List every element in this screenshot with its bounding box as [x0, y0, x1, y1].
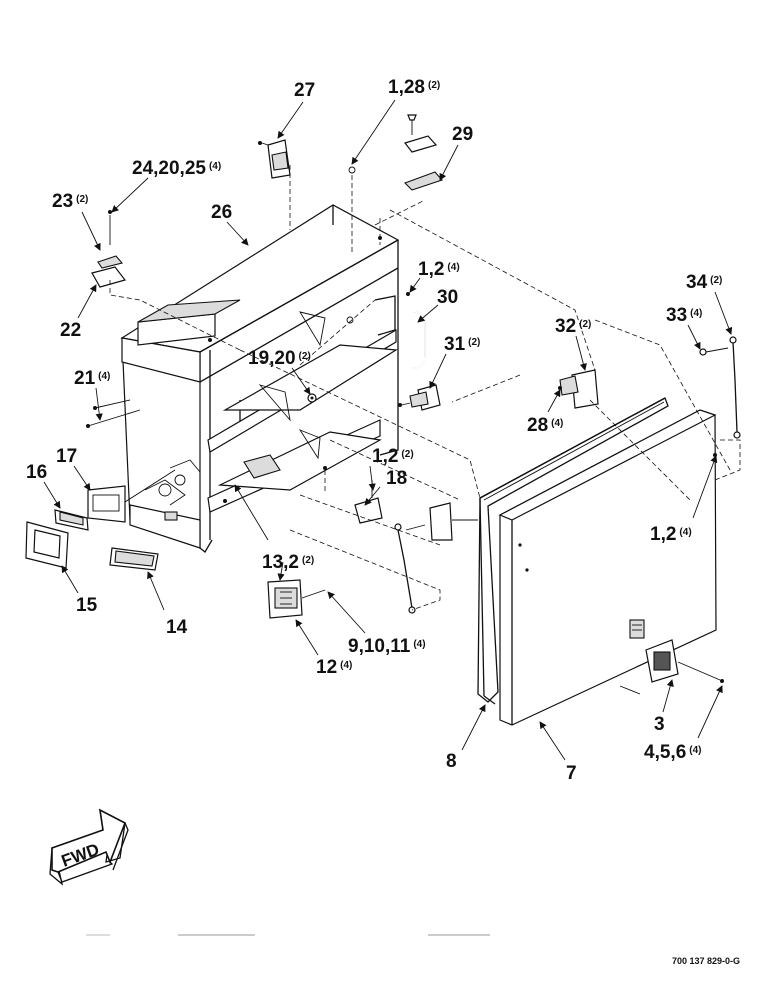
forward-arrow: FWD: [49, 808, 129, 886]
hinge-22: [91, 210, 241, 351]
callout-19-20: 19,20(2): [248, 348, 311, 369]
callout-1-28: 1,28(2): [388, 77, 440, 98]
callout-32: 32(2): [555, 316, 591, 337]
hinge-12: [267, 579, 326, 619]
screws-21: [86, 399, 141, 428]
callout-29: 29: [452, 124, 473, 145]
bracket-27: [258, 139, 291, 230]
drawing-number: 700 137 829-0-G: [672, 956, 740, 966]
callout-3: 3: [654, 714, 665, 735]
gas-spring-right: [699, 336, 741, 439]
callout-12: 12(4): [316, 657, 352, 678]
light-assembly: [25, 469, 176, 571]
door-panel-7: [498, 409, 717, 726]
callout-23: 23(2): [52, 191, 88, 212]
callout-27: 27: [294, 80, 315, 101]
callout-7: 7: [566, 763, 577, 784]
callout-24-20-25: 24,20,25(4): [132, 158, 221, 179]
callout-28: 28(4): [527, 415, 563, 436]
door-hinge-bracket: [299, 494, 478, 546]
callout-31: 31(2): [444, 334, 480, 355]
bracket-32: [558, 369, 599, 409]
callout-14: 14: [166, 617, 188, 638]
callout-leaders: [43, 99, 733, 761]
callout-30: 30: [437, 287, 458, 308]
bracket-29: [348, 114, 443, 255]
callout-15: 15: [76, 595, 98, 616]
door-seal-8: [477, 397, 669, 705]
cabinet-frame: [120, 204, 400, 553]
callout-9-10-11: 9,10,11(4): [348, 636, 426, 657]
callout-22: 22: [60, 320, 81, 341]
callout-labels: 27 1,28(2) 29 24,20,25(4) 23(2) 26 1,2(4…: [26, 77, 722, 784]
callout-13-2: 13,2(2): [262, 552, 314, 573]
callout-17: 17: [56, 446, 77, 467]
callout-21: 21(4): [74, 368, 110, 389]
callout-34: 34(2): [686, 272, 722, 293]
callout-8: 8: [446, 751, 457, 772]
latch-3: [619, 639, 724, 695]
callout-1-2-top: 1,2(4): [418, 259, 460, 280]
bolt-19-20: [307, 393, 317, 403]
assembly-lines: [239, 209, 741, 611]
bracket-31: [398, 384, 441, 411]
callout-33: 33(4): [666, 305, 702, 326]
gas-spring-left: [394, 523, 426, 614]
callout-1-2-mid: 1,2(2): [372, 446, 414, 467]
callout-18: 18: [386, 468, 407, 489]
callout-1-2-right: 1,2(4): [650, 524, 692, 545]
handle-30: [374, 292, 426, 369]
callout-26: 26: [211, 202, 232, 223]
callout-4-5-6: 4,5,6(4): [644, 742, 702, 763]
callout-16: 16: [26, 462, 47, 483]
